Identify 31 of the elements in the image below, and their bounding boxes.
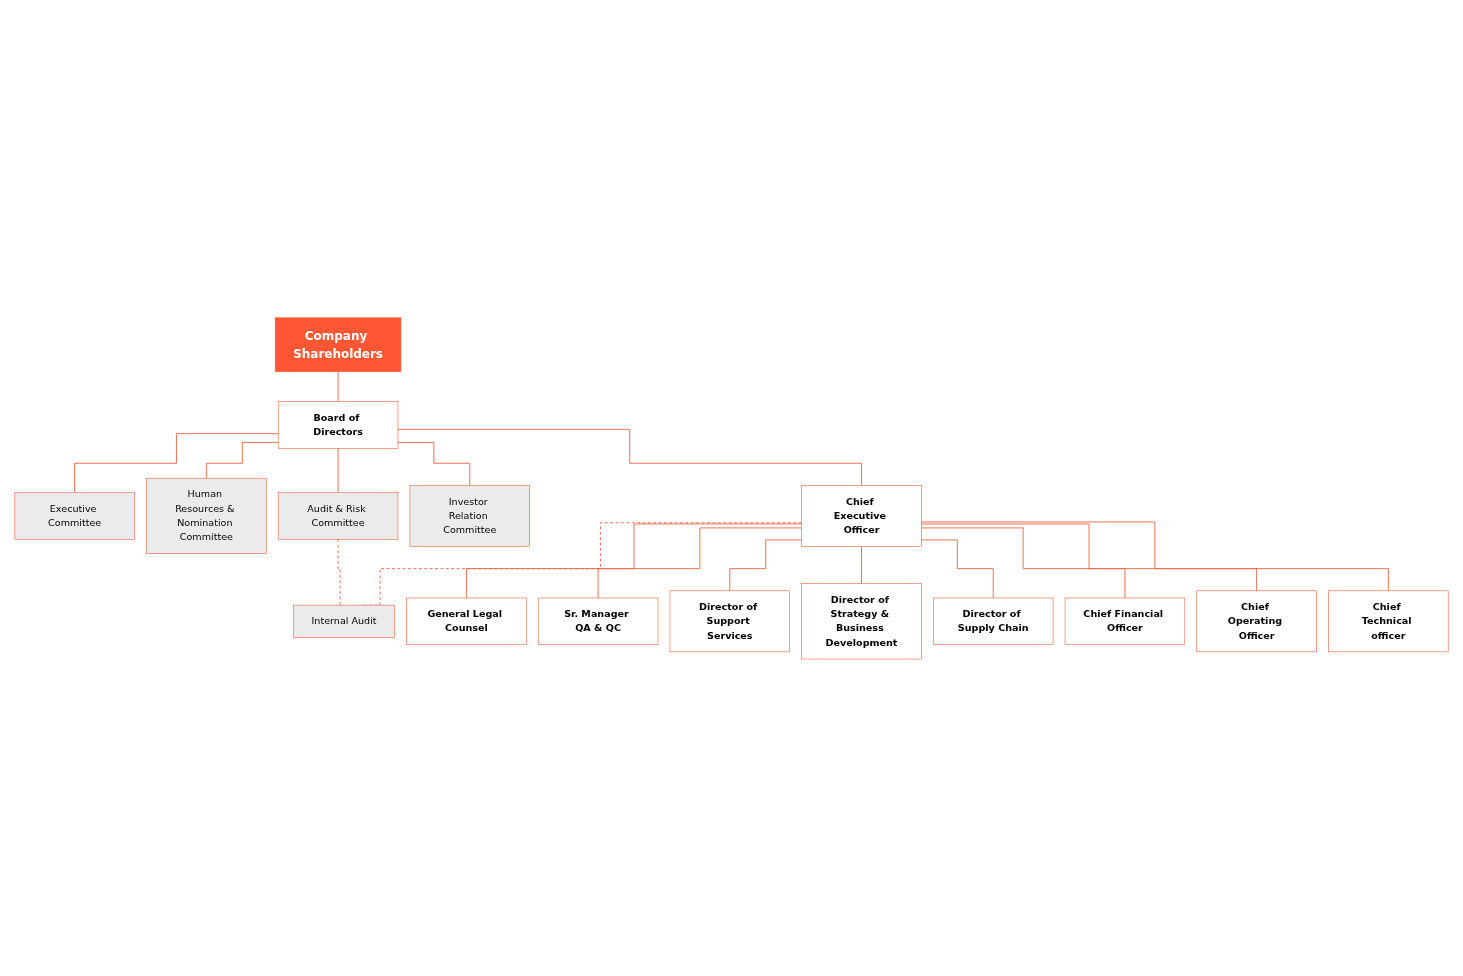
node-box: Company Shareholders [274, 317, 402, 372]
connector [74, 432, 279, 493]
connector [597, 527, 803, 598]
connector [920, 539, 994, 598]
node-box: Director of Support Services [669, 590, 790, 652]
node-box: Sr. Manager QA & QC [537, 597, 659, 645]
node-box: General Legal Counsel [406, 597, 527, 645]
node-box: Chief Operating Officer [1196, 590, 1317, 652]
node-box: Director of Strategy & Business Development [801, 582, 922, 659]
connector [465, 523, 803, 598]
node-box: Investor Relation Committee [409, 484, 530, 547]
connector [337, 538, 343, 606]
node-box: Chief Financial Officer [1064, 597, 1186, 645]
connector [205, 441, 279, 479]
connector [397, 441, 471, 486]
node-box: Human Resources & Nomination Committee [146, 477, 267, 554]
connector [729, 539, 803, 591]
node-box: Chief Technical officer [1328, 590, 1449, 652]
node-box: Chief Executive Officer [801, 484, 922, 547]
connector [920, 521, 1389, 591]
connector [397, 428, 862, 486]
connector [861, 545, 862, 584]
connector [337, 447, 339, 493]
connector [920, 523, 1258, 591]
node-box: Director of Supply Chain [933, 597, 1054, 645]
node-box: Board of Directors [277, 400, 399, 449]
node-box: Internal Audit [293, 604, 395, 638]
connector [337, 370, 339, 402]
node-box: Audit & Risk Committee [277, 491, 399, 540]
node-box: Executive Committee [14, 491, 135, 540]
connector [920, 527, 1126, 598]
